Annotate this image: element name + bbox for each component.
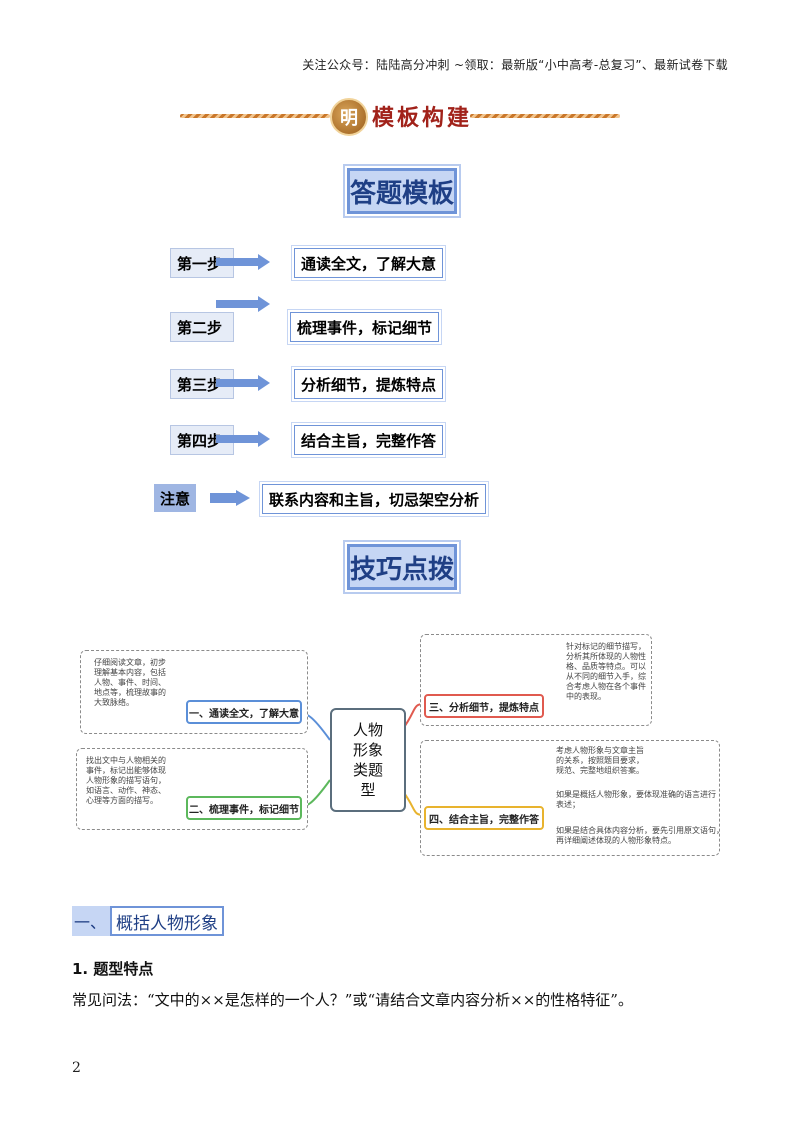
mind-branch-4-detail-c: 如果是结合具体内容分析，要先引用原文语句， 再详细阐述体现的人物形象特点。 bbox=[556, 826, 724, 845]
step-4-label: 第四步 bbox=[170, 425, 234, 455]
banner-rope-left bbox=[180, 114, 330, 118]
header-note: 关注公众号：陆陆高分冲刺 ~领取：最新版“小中高考-总复习”、最新试卷下载 bbox=[302, 58, 728, 72]
mind-branch-2-detail: 找出文中与人物相关的 事件，标记出能够体现 人物形象的描写语句， 如语言、动作、… bbox=[86, 756, 166, 805]
arrow-right-icon bbox=[210, 490, 250, 506]
mind-map: 仔细阅读文章，初步 理解基本内容，包括 人物、事件、时间、 地点等，梳理故事的 … bbox=[72, 630, 728, 860]
mind-branch-3: 三、分析细节，提炼特点 bbox=[424, 694, 544, 718]
mind-branch-4-detail-a: 考虑人物形象与文章主旨 的关系，按照题目要求， 规范、完整地组织答案。 bbox=[556, 746, 644, 775]
mind-branch-4-detail-b: 如果是概括人物形象，要体现准确的语言进行 表述； bbox=[556, 790, 716, 809]
banner-title: 模板构建 bbox=[372, 105, 473, 131]
arrow-right-icon bbox=[216, 296, 270, 312]
mind-center-node: 人物 形象 类题 型 bbox=[330, 708, 406, 812]
step-1-text: 通读全文，了解大意 bbox=[290, 245, 447, 281]
mind-branch-1: 一、通读全文，了解大意 bbox=[186, 700, 302, 724]
banner-rope-right bbox=[470, 114, 620, 118]
arrow-right-icon bbox=[216, 431, 270, 447]
mind-branch-1-detail: 仔细阅读文章，初步 理解基本内容，包括 人物、事件、时间、 地点等，梳理故事的 … bbox=[94, 658, 166, 707]
step-3-text: 分析细节，提炼特点 bbox=[290, 366, 447, 402]
note-text: 联系内容和主旨，切忌架空分析 bbox=[258, 481, 490, 517]
step-2-text: 梳理事件，标记细节 bbox=[286, 309, 443, 345]
page-number: 2 bbox=[72, 1060, 81, 1076]
section-banner: 明 模板构建 bbox=[180, 98, 620, 136]
mind-branch-4: 四、结合主旨，完整作答 bbox=[424, 806, 544, 830]
section-heading: 一、 概括人物形象 bbox=[72, 906, 224, 936]
body-paragraph: 常见问法：“文中的××是怎样的一个人？”或“请结合文章内容分析××的性格特征”。 bbox=[72, 991, 633, 1009]
note-label: 注意 bbox=[154, 484, 196, 512]
mind-branch-2: 二、梳理事件，标记细节 bbox=[186, 796, 302, 820]
template-title: 答题模板 bbox=[343, 164, 461, 218]
step-2-label: 第二步 bbox=[170, 312, 234, 342]
arrow-right-icon bbox=[216, 375, 270, 391]
tips-title: 技巧点拨 bbox=[343, 540, 461, 594]
section-number: 一、 bbox=[72, 906, 110, 936]
banner-seal-icon: 明 bbox=[330, 98, 368, 136]
step-4-text: 结合主旨，完整作答 bbox=[290, 422, 447, 458]
mind-branch-4-frame bbox=[420, 740, 720, 856]
section-title: 概括人物形象 bbox=[110, 906, 224, 936]
arrow-right-icon bbox=[216, 254, 270, 270]
sub-heading: 1. 题型特点 bbox=[72, 960, 154, 978]
mind-branch-3-detail: 针对标记的细节描写， 分析其所体现的人物性 格、品质等特点。可以 从不同的细节入… bbox=[566, 642, 646, 701]
